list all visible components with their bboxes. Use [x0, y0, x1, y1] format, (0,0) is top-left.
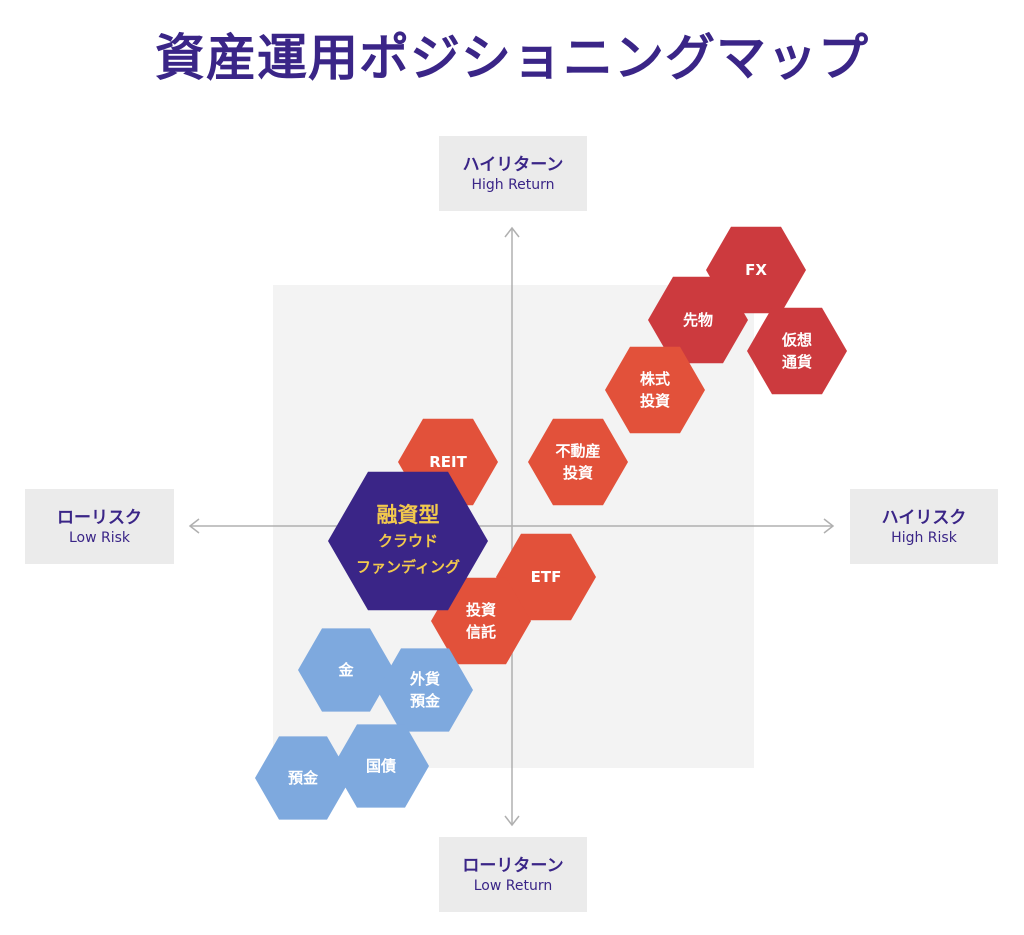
hexagon-shape — [747, 307, 847, 395]
hex-label: 通貨 — [782, 353, 812, 371]
hexagon-shape — [377, 648, 473, 732]
axis-label-high-return: ハイリターン High Return — [439, 136, 587, 211]
hexagon-shape — [431, 577, 531, 665]
hex-label: 株式 — [640, 370, 670, 388]
hexagon-shape — [496, 533, 596, 621]
axis-label-en: Low Risk — [68, 529, 131, 546]
hex-label: 投資 — [640, 392, 670, 410]
hex-label: 国債 — [366, 757, 396, 775]
hex-label: 外貨 — [409, 670, 440, 688]
asset-hex-deposit: 預金 — [255, 736, 351, 820]
hex-label: 投資 — [466, 601, 496, 619]
hex-label: 預金 — [410, 692, 441, 710]
hex-label: 融資型 — [377, 503, 440, 527]
hex-label: ファンディング — [356, 558, 460, 576]
axis-label-low-return: ローリターン Low Return — [439, 837, 587, 912]
asset-hex-jgb: 国債 — [333, 724, 429, 808]
hex-label: FX — [745, 261, 767, 279]
axis-label-en: High Return — [471, 176, 555, 193]
hex-label: クラウド — [378, 532, 438, 550]
axis-label-en: High Risk — [891, 529, 957, 546]
hexagon-shape — [255, 736, 351, 820]
axis-label-jp: ローリスク — [57, 507, 142, 528]
hex-label: 投資 — [563, 464, 593, 482]
page-title: 資産運用ポジショニングマップ — [155, 29, 869, 87]
axis-label-jp: ローリターン — [462, 855, 564, 876]
hex-label: REIT — [429, 453, 467, 471]
hexagon-shape — [333, 724, 429, 808]
axis-label-en: Low Return — [473, 877, 553, 894]
hexagon-shape — [328, 471, 488, 611]
hex-label: 先物 — [683, 311, 713, 329]
hexagon-shape — [648, 276, 748, 364]
hexagon-shape — [528, 418, 628, 506]
hex-label: 仮想 — [781, 331, 812, 349]
axis-label-jp: ハイリターン — [462, 154, 564, 175]
asset-hex-etf: ETF — [496, 533, 596, 621]
hex-label: 信託 — [466, 623, 496, 641]
horizontal-axis — [188, 518, 835, 534]
hexagon-shape — [298, 628, 394, 712]
hex-label: 不動産 — [555, 442, 600, 460]
hex-label: 預金 — [288, 769, 319, 787]
axis-label-low-risk: ローリスク Low Risk — [25, 489, 174, 564]
axis-label-high-risk: ハイリスク High Risk — [850, 489, 998, 564]
hex-label: ETF — [531, 568, 562, 586]
asset-hexagons: FX先物仮想通貨株式投資不動産投資REITETF投資信託金外貨預金国債預金融資型… — [255, 226, 847, 820]
hex-label: 金 — [337, 661, 354, 679]
asset-hex-futures: 先物 — [648, 276, 748, 364]
axis-label-jp: ハイリスク — [881, 507, 967, 528]
hexagon-shape — [605, 346, 705, 434]
asset-hex-gold: 金 — [298, 628, 394, 712]
